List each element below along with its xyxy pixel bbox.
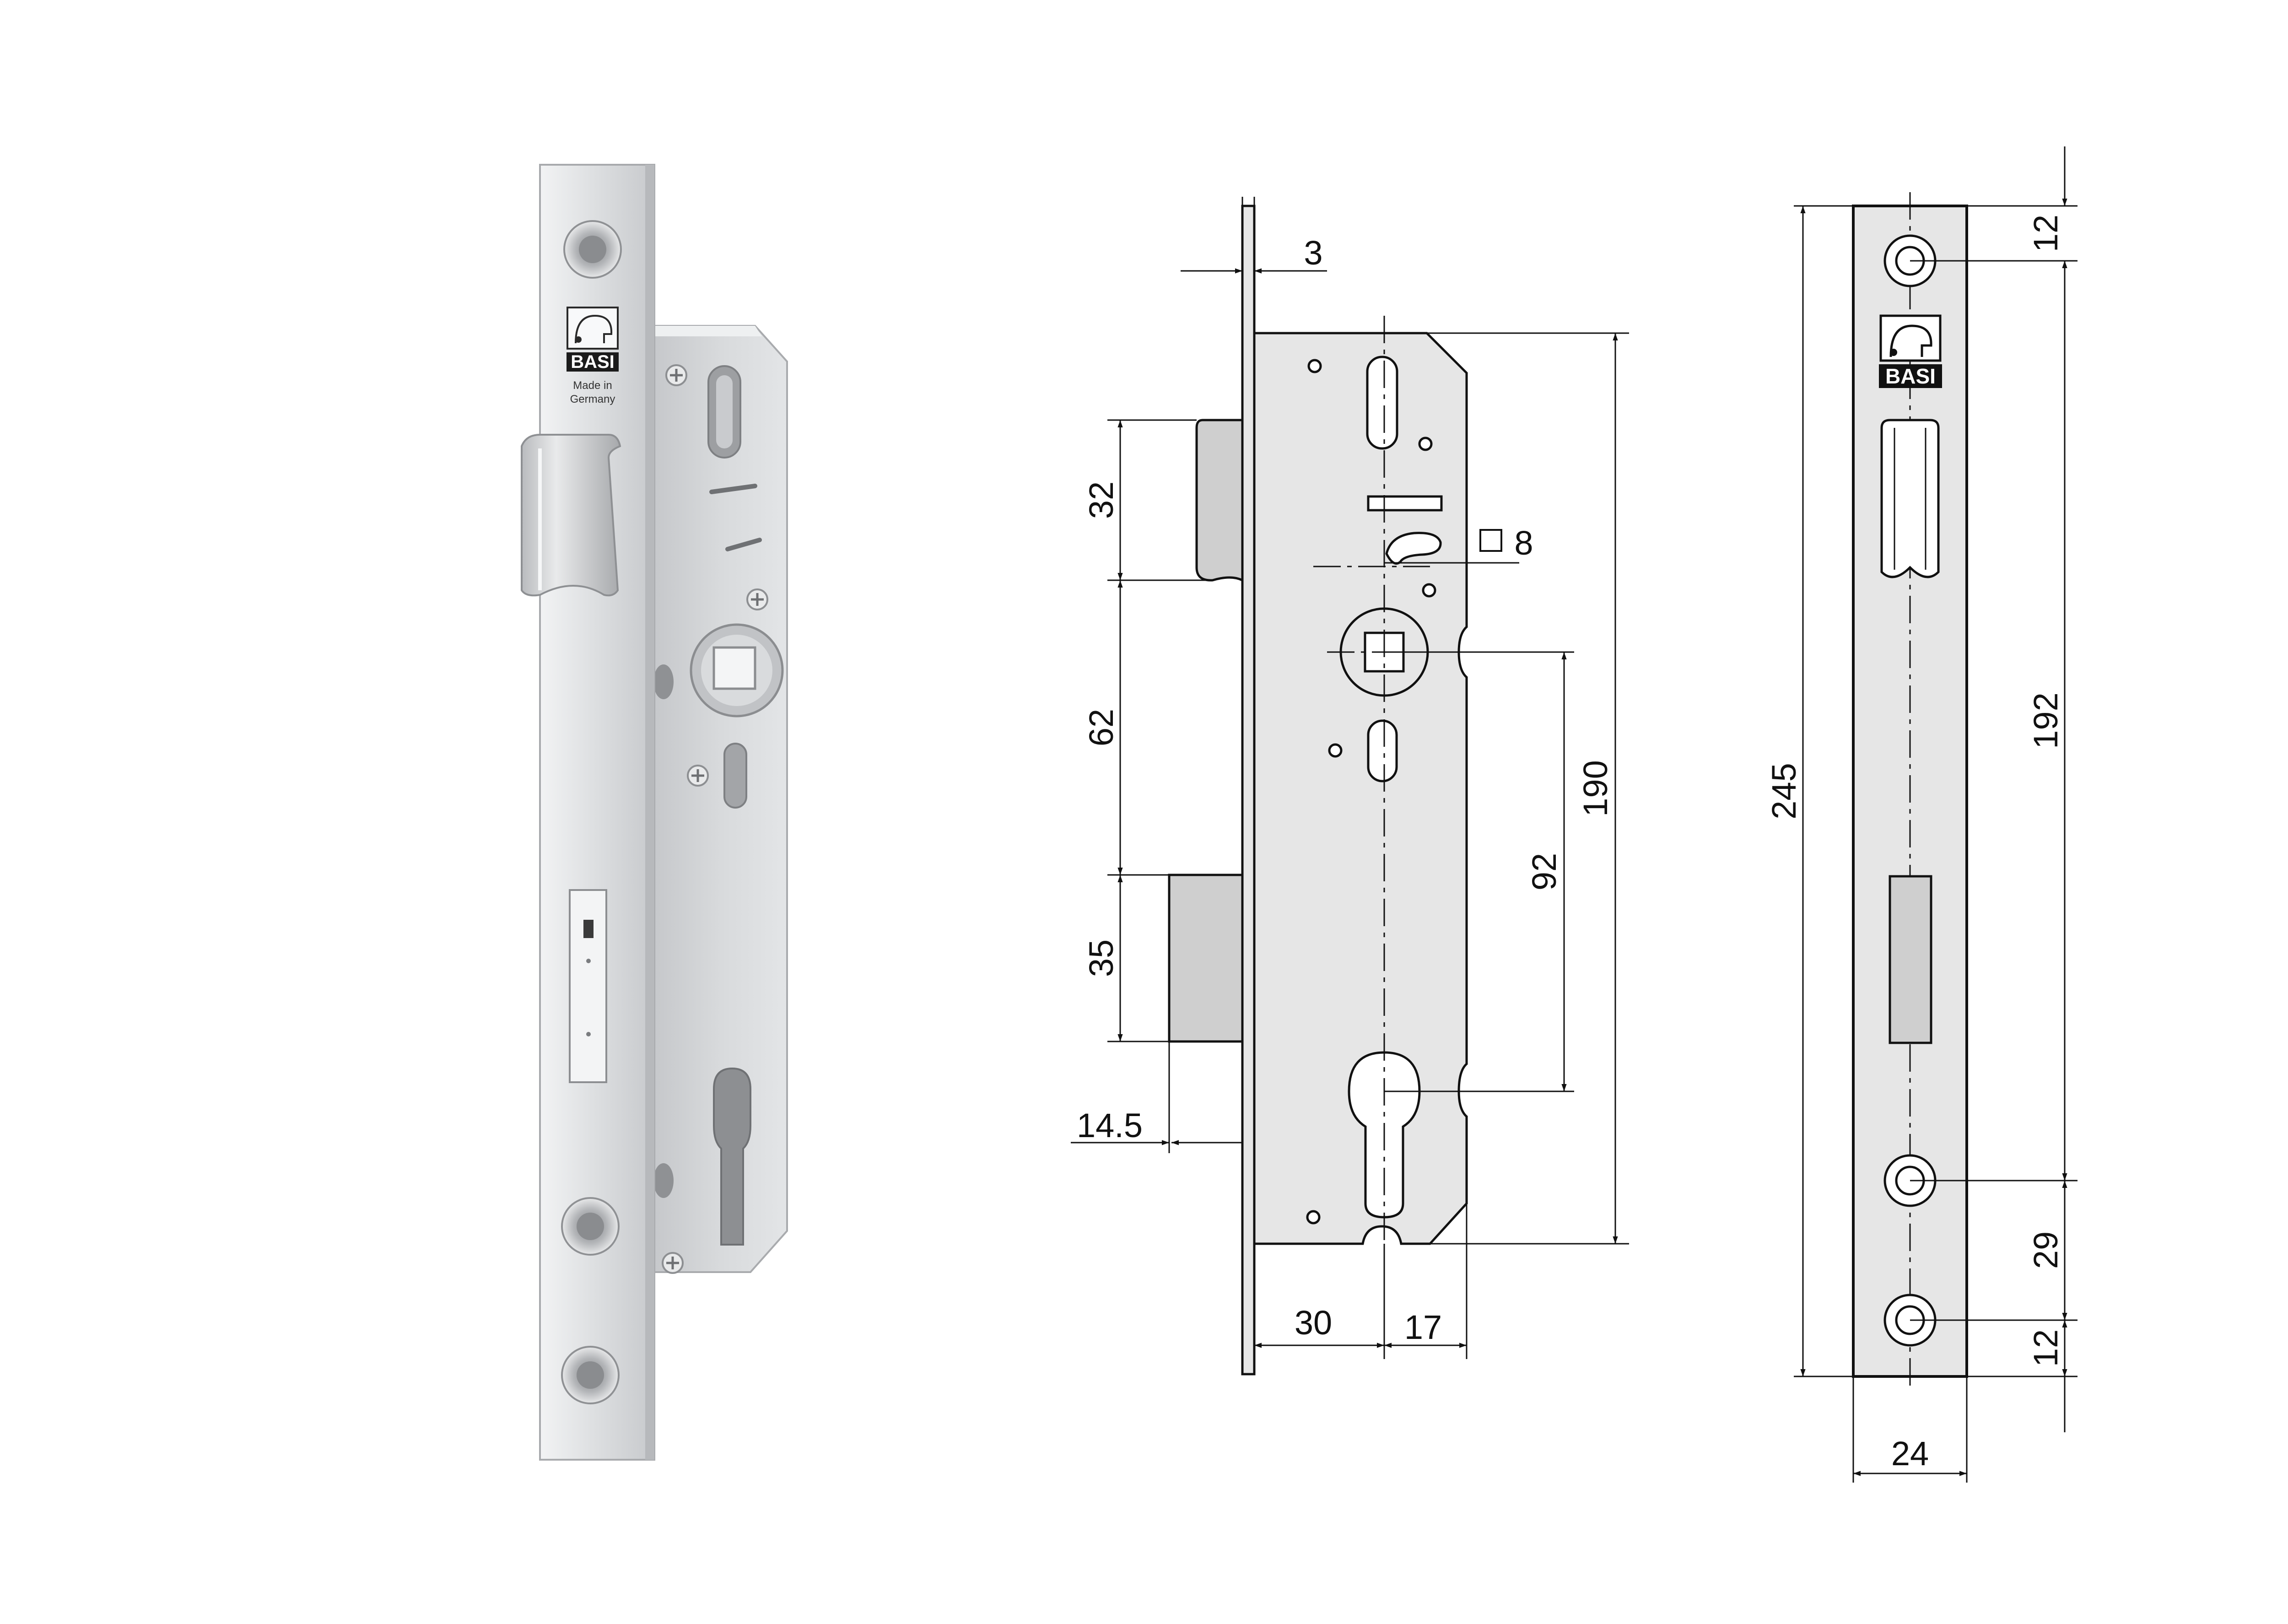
side-kidney-slot bbox=[1385, 532, 1442, 565]
side-slot-lower bbox=[1367, 719, 1398, 782]
render-screw-icon bbox=[746, 588, 768, 610]
dim-case-rest: 17 bbox=[1404, 1308, 1442, 1346]
side-rect-slot bbox=[1367, 495, 1443, 512]
render-latch bbox=[521, 434, 621, 597]
front-brand-logo: BASI bbox=[1879, 314, 1942, 388]
dim-screw-hole-bottom: 12 bbox=[2027, 1329, 2065, 1367]
dim-faceplate-width: 24 bbox=[1891, 1435, 1929, 1473]
dim-latch-to-bolt: 62 bbox=[1082, 709, 1120, 746]
dim-screw-hole-top: 12 bbox=[2027, 215, 2065, 252]
side-pin-hole bbox=[1307, 359, 1322, 373]
dim-screw-hole-span: 192 bbox=[2027, 692, 2065, 749]
side-pin-hole bbox=[1422, 583, 1436, 598]
dim-bolt-throw: 14.5 bbox=[1077, 1106, 1143, 1144]
render-brand-name: BASI bbox=[571, 352, 615, 372]
render-screw-icon bbox=[665, 364, 687, 386]
dim-latch-height: 32 bbox=[1082, 481, 1120, 519]
dim-faceplate-thickness: 3 bbox=[1304, 234, 1322, 272]
render-follower bbox=[690, 623, 784, 718]
side-elevation-view: 3 32 62 35 14.5 8 92 190 bbox=[1071, 197, 1629, 1376]
render-screw-icon bbox=[687, 765, 709, 787]
render-slot-lower bbox=[723, 743, 747, 809]
render-faceplate-hole-top bbox=[563, 220, 622, 279]
dim-follower-square: 8 bbox=[1514, 524, 1533, 562]
front-latch-opening bbox=[1880, 419, 1940, 578]
side-pin-hole bbox=[1328, 743, 1343, 758]
side-slot-top bbox=[1366, 356, 1398, 450]
front-bolt-opening bbox=[1889, 875, 1932, 1044]
dim-faceplate-length: 245 bbox=[1765, 763, 1803, 819]
dim-square-symbol bbox=[1479, 529, 1502, 552]
render-cylinder-cut bbox=[713, 1067, 751, 1246]
render-faceplate-hole-bottom bbox=[561, 1346, 620, 1404]
side-bolt bbox=[1168, 874, 1244, 1043]
front-faceplate-view: BASI 245 12 192 29 12 24 bbox=[1765, 146, 2078, 1483]
render-made-in-line1: Made in bbox=[573, 379, 612, 392]
render-screw-icon bbox=[662, 1252, 684, 1274]
side-faceplate bbox=[1241, 205, 1256, 1376]
side-pin-hole bbox=[1418, 437, 1433, 451]
render-brand-logo: BASI Made in Germany bbox=[567, 307, 619, 405]
dim-backset: 30 bbox=[1295, 1304, 1332, 1342]
render-made-in-line2: Germany bbox=[570, 393, 615, 405]
render-faceplate-hole-middle bbox=[561, 1197, 620, 1256]
side-latch bbox=[1195, 419, 1244, 582]
side-pin-hole bbox=[1306, 1210, 1321, 1225]
dim-center-distance: 92 bbox=[1525, 853, 1563, 890]
front-brand-name: BASI bbox=[1885, 364, 1936, 388]
render-bolt bbox=[569, 889, 607, 1083]
dim-screw-hole-gap: 29 bbox=[2027, 1231, 2065, 1269]
lock-render: BASI Made in Germany bbox=[521, 164, 788, 1461]
dim-case-height: 190 bbox=[1576, 760, 1614, 816]
dim-bolt-height: 35 bbox=[1082, 939, 1120, 977]
